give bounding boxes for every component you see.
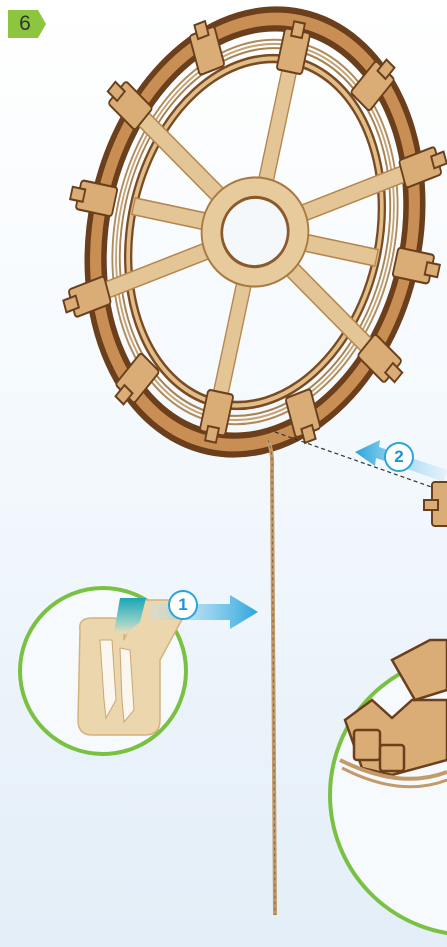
wooden-wheel: [27, 0, 447, 482]
step-badge: 6: [8, 10, 48, 38]
callout-1: 1: [168, 590, 198, 620]
wheel-detail-circle: [330, 640, 447, 935]
wooden-piece-right: [424, 482, 447, 526]
callout-2: 2: [384, 442, 414, 472]
step-number: 6: [8, 10, 42, 38]
